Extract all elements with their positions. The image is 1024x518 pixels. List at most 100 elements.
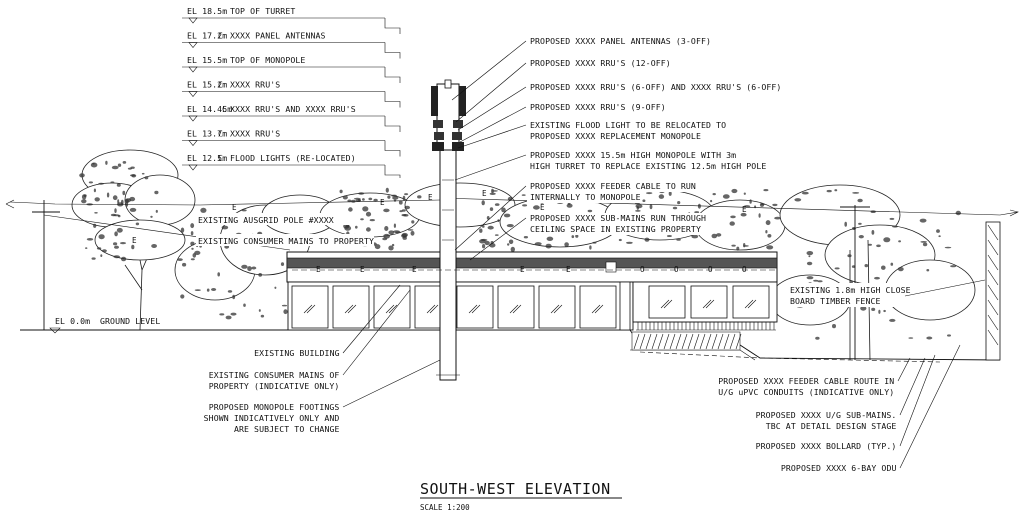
right-callout-text: CEILING SPACE IN EXISTING PROPERTY	[530, 224, 701, 234]
callout-leader	[342, 289, 411, 376]
callout-leader	[454, 154, 527, 181]
electric-line-marker: E	[482, 189, 487, 198]
right-callout-text: PROPOSED XXXX SUB-MAINS RUN THROUGH	[530, 213, 706, 223]
lower-left-callout-text: PROPERTY (INDICATIVE ONLY)	[209, 381, 340, 391]
level-triangle-marker	[188, 17, 198, 24]
electric-line-marker: E	[742, 205, 747, 214]
right-callout-text: PROPOSED XXXX FEEDER CABLE TO RUN	[530, 181, 696, 191]
window-glint	[744, 299, 757, 309]
electric-line-marker: E	[540, 203, 545, 212]
centreline-symbol: ℂ	[218, 153, 223, 163]
centreline-symbol: ℂ	[218, 129, 223, 139]
elevation-level-description: FLOOD LIGHTS (RE-LOCATED)	[230, 153, 356, 163]
lower-left-callout-text: SHOWN INDICATIVELY ONLY AND	[204, 413, 340, 423]
right-callout-text: PROPOSED XXXX PANEL ANTENNAS (3-OFF)	[530, 36, 711, 46]
lower-right-callout: PROPOSED XXXX U/G SUB-MAINS.TBC AT DETAI…	[756, 357, 926, 431]
elevation-level-value: EL 17.2m	[187, 31, 227, 41]
proposed-monopole	[431, 79, 466, 381]
electric-line-marker: E	[428, 193, 433, 202]
electric-line-marker: E	[520, 265, 525, 274]
elevation-level-row: EL 12.5mℂ FLOOD LIGHTS (RE-LOCATED)	[182, 153, 401, 178]
other-line-marker: O	[674, 265, 679, 274]
centreline-symbol: ℂ	[222, 104, 227, 114]
right-callout-text: PROPOSED XXXX RRU'S (6-OFF) AND XXXX RRU…	[530, 82, 781, 92]
callout-leader	[451, 40, 527, 101]
level-leader	[384, 18, 401, 34]
level-triangle-marker	[188, 66, 198, 73]
level-triangle-marker	[188, 115, 198, 122]
ground-level-value: EL 0.0m	[55, 316, 90, 326]
level-leader	[384, 165, 401, 178]
electric-line-marker: E	[360, 265, 365, 274]
callout-leader	[897, 357, 911, 382]
level-leader	[384, 116, 401, 132]
lower-right-callout-text: U/G uPVC CONDUITS (INDICATIVE ONLY)	[718, 387, 894, 397]
callout-leader	[454, 185, 527, 251]
right-callout: PROPOSED XXXX SUB-MAINS RUN THROUGHCEILI…	[469, 213, 708, 261]
right-callout-text: EXISTING FLOOD LIGHT TO BE RELOCATED TO	[530, 120, 726, 130]
lower-right-callouts: PROPOSED XXXX FEEDER CABLE ROUTE INU/G u…	[718, 344, 961, 473]
drawing-title-block: SOUTH-WEST ELEVATION SCALE 1:200	[420, 480, 622, 512]
right-callout-text: PROPOSED XXXX RRU'S (9-OFF)	[530, 102, 666, 112]
callout-leader	[459, 106, 527, 143]
elevation-level-value: EL 14.45m	[187, 104, 232, 114]
lower-left-callout-text: ARE SUBJECT TO CHANGE	[234, 424, 340, 434]
ground-level-label: GROUND LEVEL	[100, 316, 160, 326]
lower-right-callout: PROPOSED XXXX FEEDER CABLE ROUTE INU/G u…	[718, 357, 911, 397]
elevation-level-value: EL 12.5m	[187, 153, 227, 163]
elevation-level-description: TOP OF MONOPOLE	[230, 55, 305, 65]
other-line-marker: O	[742, 265, 747, 274]
right-callout: PROPOSED XXXX RRU'S (12-OFF)	[455, 58, 673, 123]
callout-leader	[899, 344, 961, 469]
electric-line-marker: E	[232, 203, 237, 212]
window-glint	[468, 304, 481, 314]
level-triangle-marker	[188, 164, 198, 171]
mid-labels: EXISTING AUSGRID POLE #XXXX EXISTING CON…	[196, 213, 986, 307]
fence-label-line-2: BOARD TIMBER FENCE	[790, 296, 881, 306]
window-glint	[426, 304, 439, 314]
elevation-level-value: EL 13.7m	[187, 129, 227, 139]
callout-leader	[457, 124, 527, 149]
level-leader	[384, 67, 401, 83]
tree-right	[769, 184, 976, 361]
ground-line	[20, 329, 1001, 361]
level-leader	[384, 91, 401, 108]
lower-right-callout: PROPOSED XXXX BOLLARD (TYP.)	[756, 354, 936, 451]
drawing-title: SOUTH-WEST ELEVATION	[420, 480, 611, 498]
right-callout-text: PROPOSED XXXX RRU'S (12-OFF)	[530, 58, 671, 68]
lower-right-callout: PROPOSED XXXX 6-BAY ODU	[781, 344, 961, 473]
elevation-level-value: EL 15.2m	[187, 80, 227, 90]
elevation-level-value: EL 18.5m	[187, 6, 227, 16]
electric-line-marker: E	[132, 236, 137, 245]
right-callout: PROPOSED XXXX RRU'S (6-OFF) AND XXXX RRU…	[457, 82, 784, 131]
lower-right-callout-text: PROPOSED XXXX 6-BAY ODU	[781, 463, 897, 473]
elevation-level-description: XXXX PANEL ANTENNAS	[230, 31, 326, 41]
electric-line-marker: E	[412, 265, 417, 274]
right-callout-text: INTERNALLY TO MONOPOLE	[530, 192, 641, 202]
lower-left-callout-text: EXISTING BUILDING	[254, 348, 340, 358]
other-line-marker: O	[640, 265, 645, 274]
right-callout-text: HIGH TURRET TO REPLACE EXISTING 12.5m HI…	[530, 161, 766, 171]
balcony-railing	[636, 321, 776, 331]
right-callouts: PROPOSED XXXX PANEL ANTENNAS (3-OFF) PROP…	[451, 36, 784, 261]
level-leader	[384, 42, 401, 59]
window-glint	[591, 304, 604, 314]
window-glint	[385, 304, 398, 314]
elevation-level-description: XXXX RRU'S	[230, 80, 280, 90]
drawing-scale: SCALE 1:200	[420, 503, 470, 512]
callout-leader	[899, 357, 926, 416]
electric-line-marker: E	[316, 265, 321, 274]
retaining-wall-hatch	[633, 333, 742, 350]
lower-left-callout-text: PROPOSED MONOPOLE FOOTINGS	[209, 402, 340, 412]
right-callout-text: PROPOSED XXXX 15.5m HIGH MONOPOLE WITH 3…	[530, 150, 736, 160]
elevation-level-description: XXXX RRU'S	[230, 129, 280, 139]
elevation-level-value: EL 15.5m	[187, 55, 227, 65]
electric-line-marker: E	[566, 265, 571, 274]
elevation-level-description: TOP OF TURRET	[230, 6, 295, 16]
